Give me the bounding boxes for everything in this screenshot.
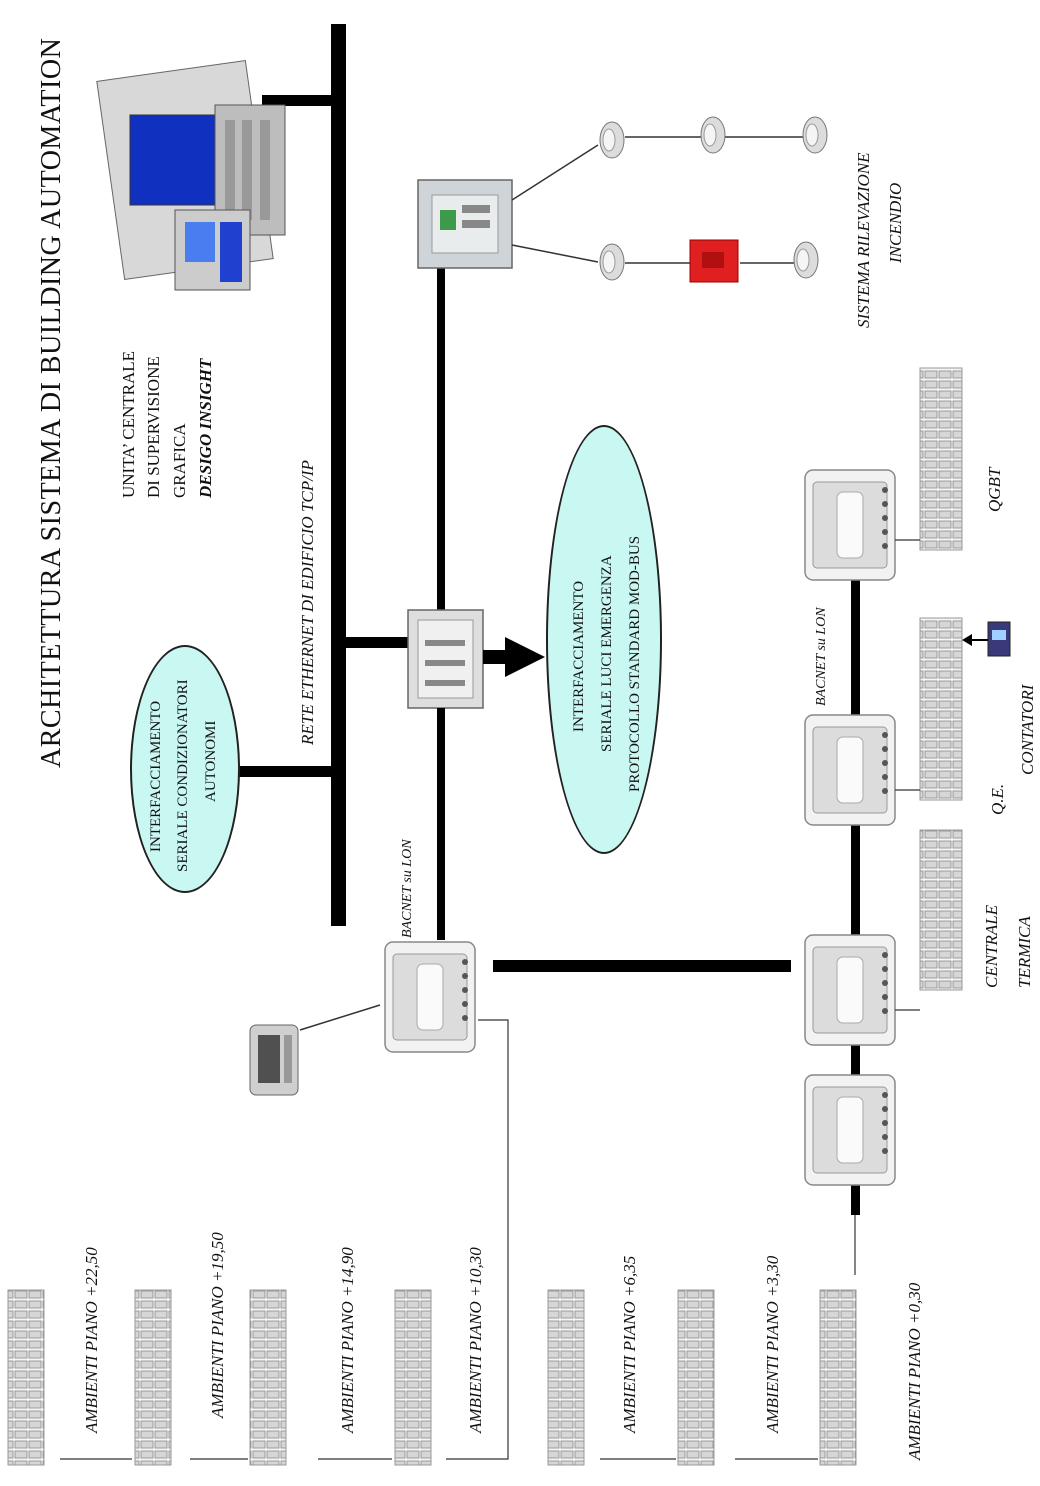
bacnet-label-right: BACNET su LON [814,607,829,706]
floor-label: AMBIENTI PIANO +3,30 [763,1255,782,1433]
workstation-icon [96,59,286,291]
supervision-line-2: DI SUPERVISIONE [144,356,163,498]
fire-panel [417,179,513,638]
floor-label: AMBIENTI PIANO +10,30 [466,1247,485,1433]
centrale-label: CENTRALE [982,904,1001,988]
bacnet-label-left: BACNET su LON [400,839,415,938]
ac-interface-ellipse [130,645,240,893]
qe-panel [919,617,963,801]
floor-racks [7,1289,857,1466]
smoke-detector-icon [793,241,819,279]
controller-main [384,941,476,1053]
modbus-arrow [483,637,545,677]
fire-loop-lines [511,136,805,264]
floor-label: AMBIENTI PIANO +14,90 [338,1247,357,1433]
emergency-text-2: SERIALE LUCI EMERGENZA [599,555,615,752]
floor-label: AMBIENTI PIANO +0,30 [905,1282,924,1460]
emergency-text-3: PROTOCOLLO STANDARD MOD-BUS [627,535,643,792]
supervision-line-1: UNITA’ CENTRALE [119,350,138,498]
centrale-panel [919,829,963,991]
fire-system-line-2: INCENDIO [886,182,905,263]
contatori-label: CONTATORI [1018,684,1037,775]
smoke-detector-icon [599,121,625,159]
floor-label: AMBIENTI PIANO +19,50 [208,1232,227,1418]
floor-label: AMBIENTI PIANO +22,50 [82,1247,101,1433]
termica-label: TERMICA [1015,916,1034,988]
ac-interface-text-3: AUTONOMI [203,720,219,802]
qgbt-label: QGBT [985,467,1004,512]
emergency-text-1: INTERFACCIAMENTO [571,580,587,732]
ac-interface-text-2: SERIALE CONDIZIONATORI [175,679,191,872]
controller-extra [804,1074,896,1186]
ethernet-bus [235,24,412,926]
controller-centrale [804,934,896,1046]
gateway-device [407,609,484,709]
controller-qgbt [804,469,896,581]
floor-bus-lines [60,1019,856,1460]
qe-label: Q.E. [988,783,1007,815]
lon-bus [851,565,860,1215]
ac-interface-text-1: INTERFACCIAMENTO [148,700,164,852]
manual-call-point-icon [689,239,739,283]
bacnet-link [437,708,445,940]
page-title: ARCHITETTURA SISTEMA DI BUILDING AUTOMAT… [36,37,67,768]
meter-icon [962,621,1011,657]
smoke-detector-icon [700,116,726,154]
floor-label: AMBIENTI PIANO +6,35 [620,1255,639,1433]
emergency-interface-ellipse [546,425,662,854]
fire-system-line-1: SISTEMA RILEVAZIONE [854,152,873,329]
qgbt-panel [919,367,963,551]
room-panel-icon [249,1024,299,1096]
controller-qe [804,714,896,826]
lon-trunk [493,960,791,972]
supervision-line-4: DESIGO INSIGHT [196,358,215,498]
smoke-detector-icon [599,243,625,281]
smoke-detector-icon [802,116,828,154]
supervision-line-3: GRAFICA [170,423,189,498]
ethernet-label: RETE ETHERNET DI EDIFICIO TCP/IP [298,460,317,745]
